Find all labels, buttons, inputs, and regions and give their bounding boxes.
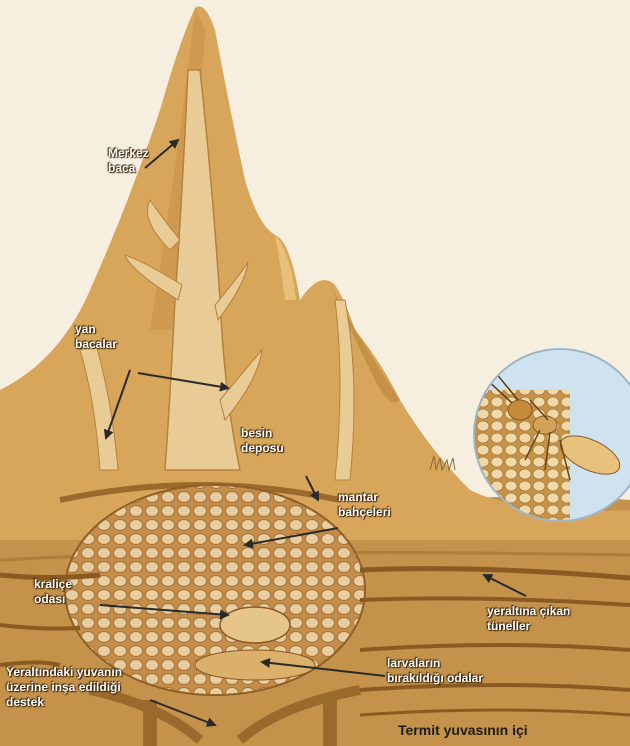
label-line: odası [34, 592, 66, 606]
label-line: deposu [241, 441, 284, 455]
label-line: Merkez [108, 146, 149, 160]
label-kralice-odasi: kraliçe odası [34, 577, 72, 607]
label-line: yan [75, 322, 96, 336]
label-line: üzerine inşa edildiği [6, 680, 121, 694]
label-yeralti-destek: Yeraltındaki yuvanın üzerine inşa edildi… [6, 665, 122, 710]
label-larvalarin-biraktigi-odalar: larvaların bırakıldığı odalar [387, 656, 483, 686]
label-mantar-bahceleri: mantar bahçeleri [338, 490, 391, 520]
label-line: besin [241, 426, 273, 440]
label-line: Yeraltındaki yuvanın [6, 665, 123, 679]
label-line: bahçeleri [338, 505, 391, 519]
label-besin-deposu: besin deposu [241, 426, 284, 456]
label-line: yeraltına çıkan [487, 604, 571, 618]
label-line: baca [108, 161, 136, 175]
label-line: destek [6, 695, 45, 709]
label-line: kraliçe [34, 577, 73, 591]
label-yeraltina-cikan-tuneller: yeraltına çıkan tüneller [487, 604, 570, 634]
diagram-title: Termit yuvasının içi [398, 722, 528, 738]
label-merkez-baca: Merkez baca [108, 146, 149, 176]
label-line: bacalar [75, 337, 118, 351]
label-line: bırakıldığı odalar [387, 671, 484, 685]
label-yan-bacalar: yan bacalar [75, 322, 117, 352]
label-line: tüneller [487, 619, 531, 633]
label-line: mantar [338, 490, 379, 504]
label-line: larvaların [387, 656, 441, 670]
